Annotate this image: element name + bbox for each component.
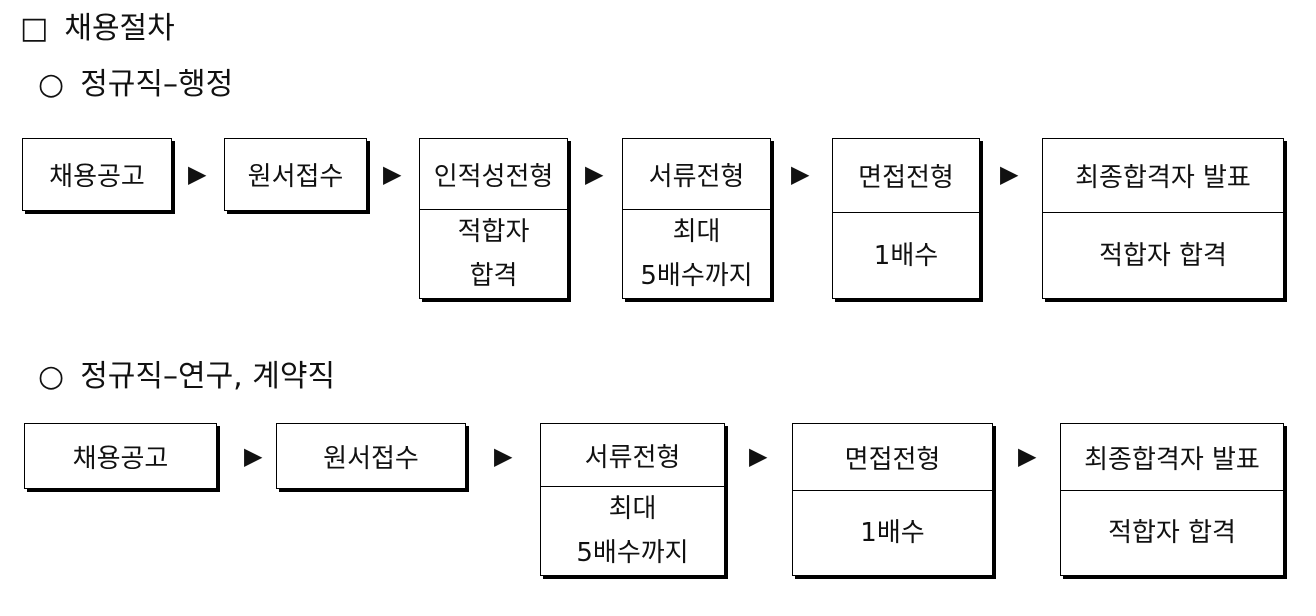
- step-note: 적합자 합격: [1043, 212, 1283, 298]
- step-note-line: 적합자 합격: [1099, 240, 1227, 271]
- step-recruitment-notice: 채용공고: [24, 423, 217, 489]
- step-note-line: 5배수까지: [640, 261, 753, 291]
- step-document-screening: 서류전형 최대 5배수까지: [622, 138, 771, 299]
- circle-bullet-icon: ○: [38, 67, 65, 102]
- step-label: 채용공고: [72, 443, 169, 474]
- step-note: 적합자 합격: [420, 209, 567, 298]
- step-recruitment-notice: 채용공고: [22, 138, 172, 211]
- arrow-right-icon: ▶: [494, 442, 513, 470]
- step-label: 원서접수: [323, 443, 419, 474]
- arrow-right-icon: ▶: [188, 160, 207, 188]
- page-title: □ 채용절차: [20, 14, 175, 44]
- step-document-screening: 서류전형 최대 5배수까지: [540, 423, 725, 576]
- step-note-line: 최대: [608, 494, 657, 524]
- step-note: 1배수: [833, 212, 979, 298]
- step-note-line: 1배수: [860, 518, 925, 548]
- step-label: 인적성전형: [433, 161, 554, 192]
- step-final-announcement: 최종합격자 발표 적합자 합격: [1042, 138, 1284, 299]
- step-note: 최대 5배수까지: [623, 209, 770, 298]
- section-title-research: ○ 정규직–연구, 계약직: [38, 362, 335, 392]
- arrow-right-icon: ▶: [383, 160, 402, 188]
- step-label: 서류전형: [648, 161, 745, 192]
- step-note-line: 적합자 합격: [1108, 518, 1236, 548]
- step-interview: 면접전형 1배수: [832, 138, 980, 299]
- step-application: 원서접수: [224, 138, 367, 211]
- step-label: 면접전형: [844, 444, 941, 475]
- section-title-text: 정규직–연구, 계약직: [80, 359, 336, 394]
- step-label: 최종합격자 발표: [1084, 444, 1260, 475]
- section-title-admin: ○ 정규직–행정: [38, 70, 233, 100]
- step-note-line: 1배수: [873, 240, 939, 271]
- step-label: 채용공고: [49, 162, 145, 192]
- step-label: 원서접수: [247, 162, 344, 192]
- step-label: 면접전형: [858, 163, 954, 193]
- step-note-line: 5배수까지: [576, 538, 689, 568]
- arrow-right-icon: ▶: [244, 442, 263, 470]
- arrow-right-icon: ▶: [1000, 160, 1019, 188]
- square-bullet-icon: □: [20, 11, 49, 46]
- step-final-announcement: 최종합격자 발표 적합자 합격: [1060, 423, 1284, 576]
- step-note-line: 적합자: [457, 217, 530, 247]
- step-note: 1배수: [793, 490, 992, 575]
- step-interview: 면접전형 1배수: [792, 423, 993, 576]
- arrow-right-icon: ▶: [749, 442, 768, 470]
- step-note-line: 최대: [672, 217, 721, 247]
- step-application: 원서접수: [276, 423, 466, 489]
- step-label: 최종합격자 발표: [1075, 163, 1251, 193]
- step-note: 적합자 합격: [1061, 490, 1283, 575]
- section-title-text: 정규직–행정: [80, 67, 234, 102]
- arrow-right-icon: ▶: [1018, 442, 1037, 470]
- step-aptitude-test: 인적성전형 적합자 합격: [419, 138, 568, 299]
- arrow-right-icon: ▶: [791, 160, 810, 188]
- step-note: 최대 5배수까지: [541, 486, 724, 575]
- arrow-right-icon: ▶: [585, 160, 604, 188]
- page-title-text: 채용절차: [64, 11, 175, 46]
- step-note-line: 합격: [469, 261, 518, 291]
- step-label: 서류전형: [584, 442, 681, 473]
- circle-bullet-icon: ○: [38, 359, 65, 394]
